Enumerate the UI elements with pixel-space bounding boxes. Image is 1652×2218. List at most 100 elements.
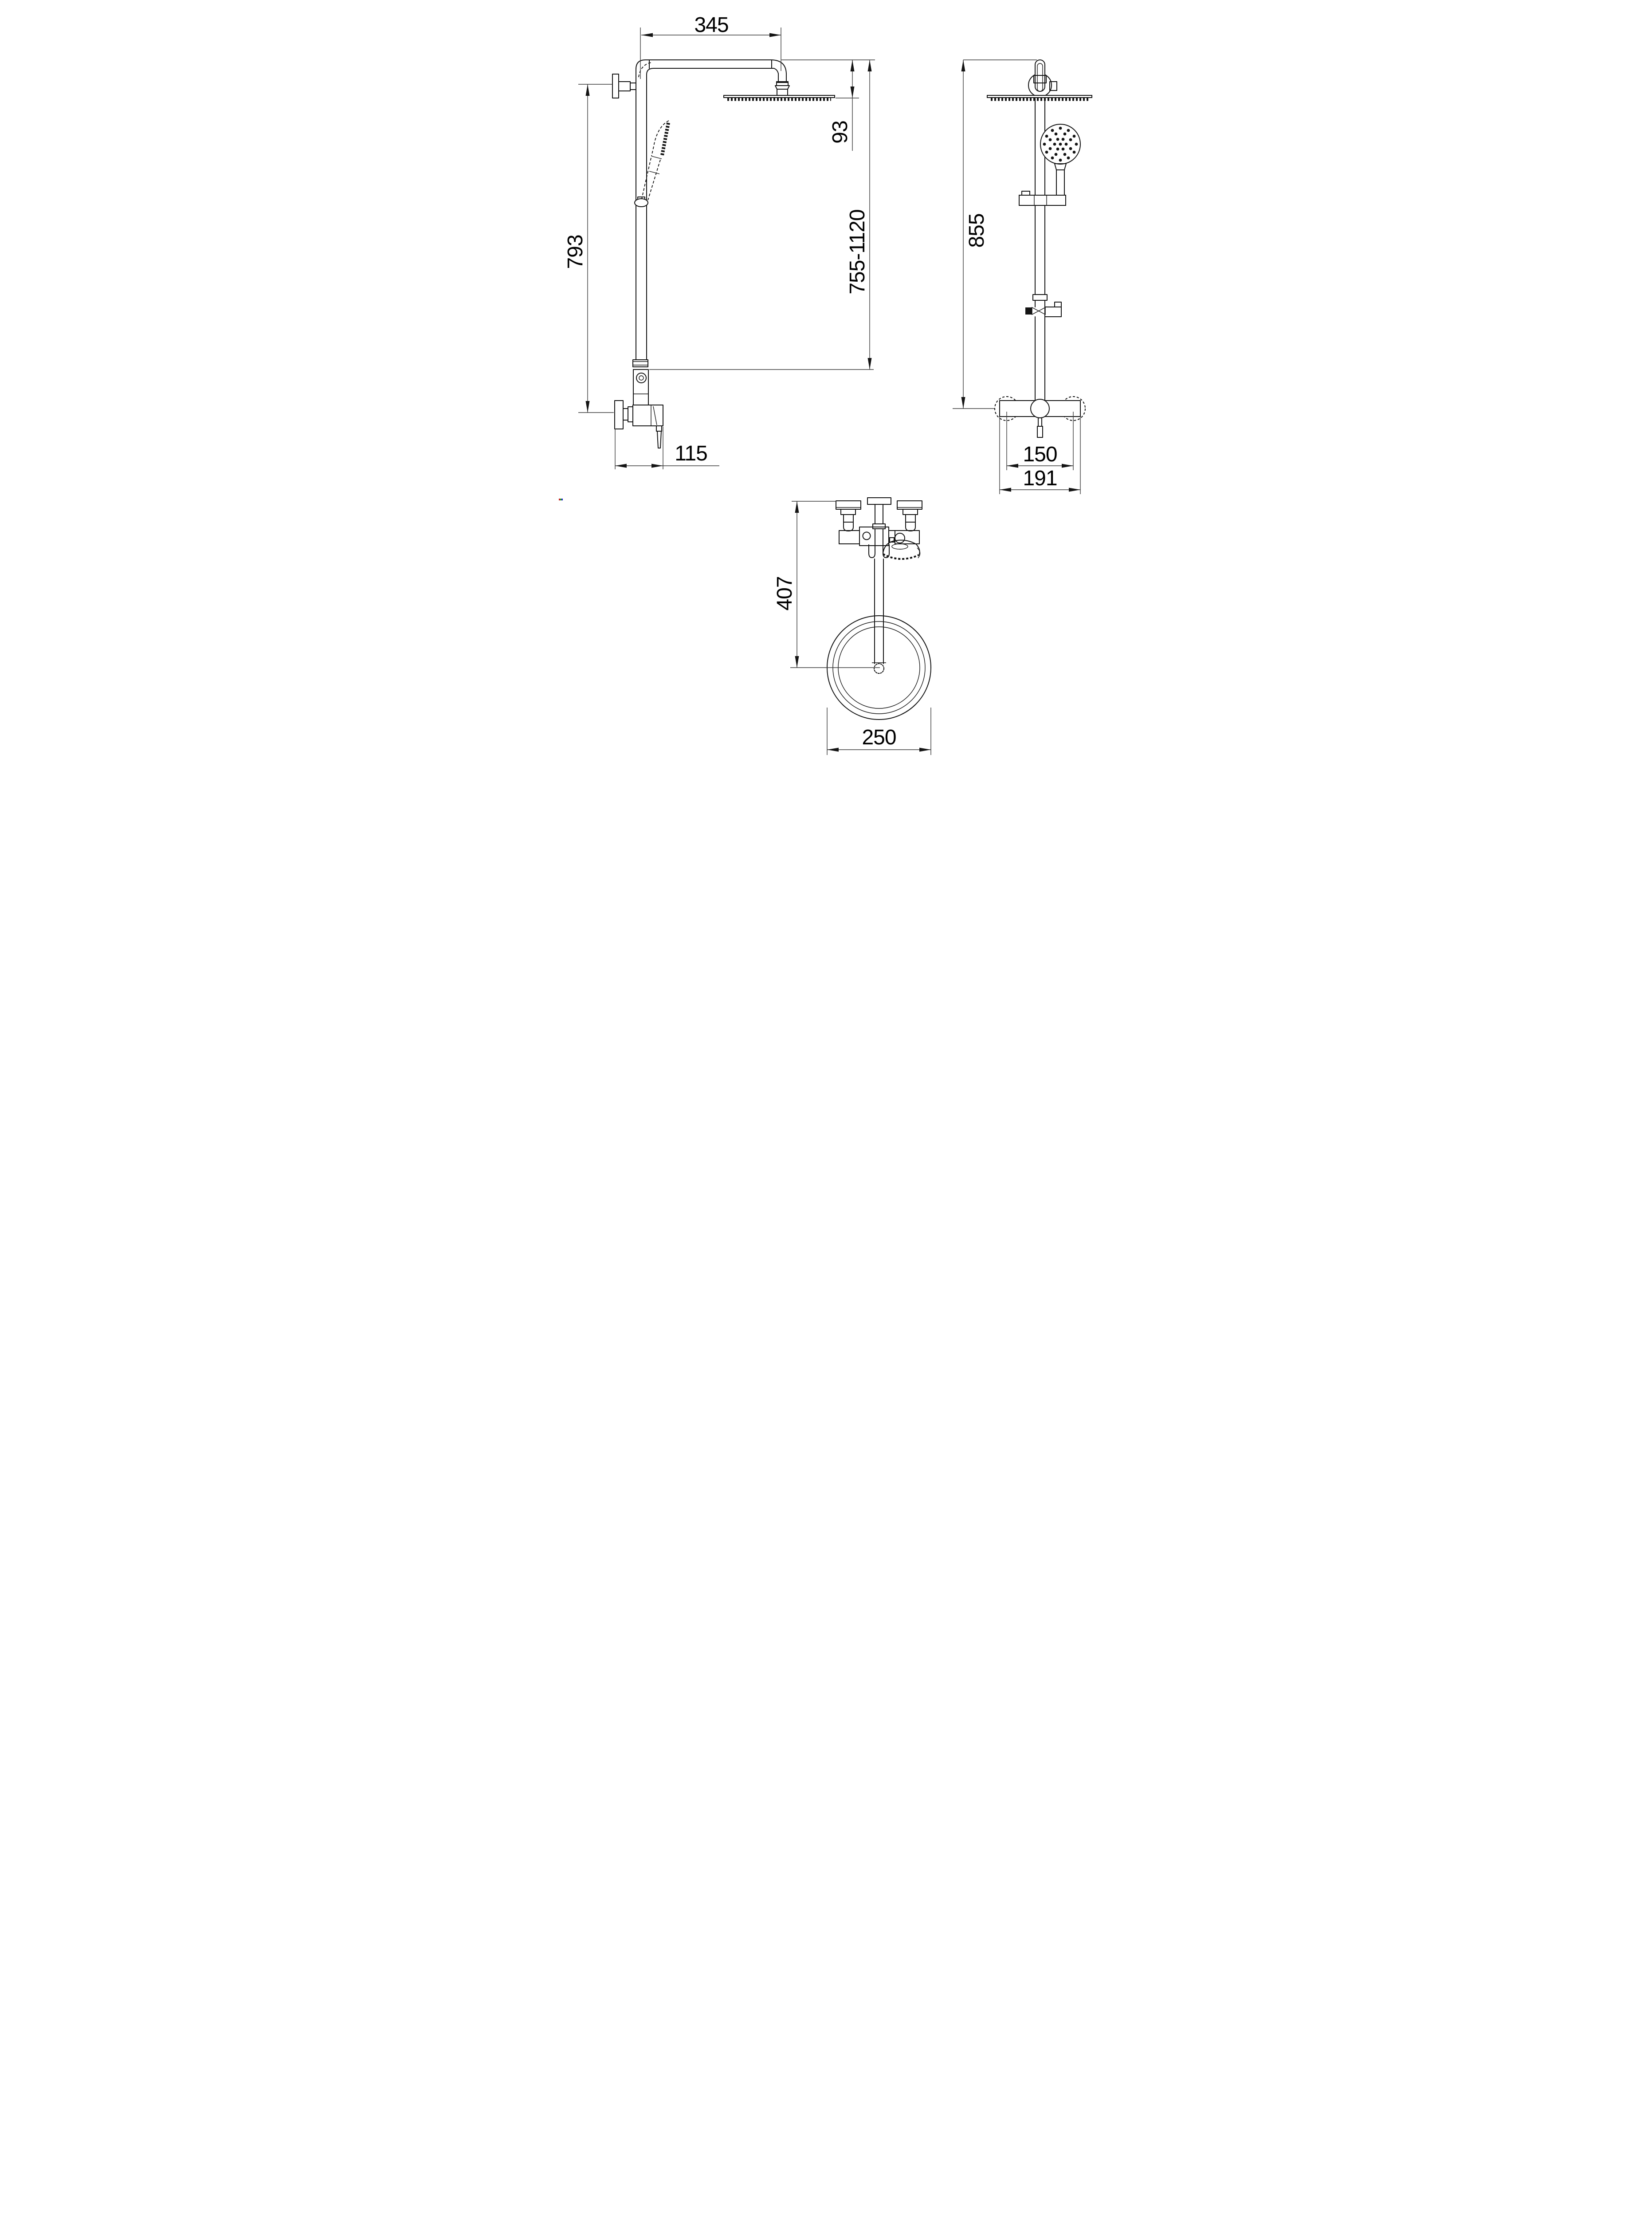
mixer-front: [614, 359, 663, 448]
diverter-block-side: [1044, 307, 1062, 317]
hand-shower-top: [882, 533, 920, 560]
dim-label-riser-height: 793: [564, 235, 587, 269]
shower-arm: [635, 59, 787, 78]
head-connector: [774, 73, 790, 96]
coupling-nut: [632, 359, 648, 367]
arrow-left: [1006, 464, 1018, 468]
neck-left-inner: [843, 514, 854, 523]
dim-label-inlet-centers: 150: [1023, 443, 1057, 466]
drawing-sheet: 345 93 755-1120: [550, 0, 1102, 758]
dim-label-overall-width: 191: [1023, 467, 1057, 490]
top-bracket-stem: [874, 504, 883, 524]
riser-side: [1032, 98, 1048, 401]
dimension-wall-depth: 115: [614, 427, 719, 469]
neck-right-inner: [905, 514, 916, 523]
mixer-handle-neck: [1037, 417, 1042, 427]
handle-right-edge: [647, 159, 661, 201]
arrow-up: [850, 60, 854, 71]
arm-and-head-top: [826, 558, 931, 720]
dim-label-wall-reach: 407: [773, 576, 797, 610]
shower-plate-side: [986, 95, 1092, 98]
arrow-down: [585, 401, 589, 413]
arm-right-elbow-inner: [773, 68, 779, 74]
riser-below-coupling: [1034, 300, 1045, 307]
arrow-right: [651, 464, 663, 468]
hand-shower-front: [634, 120, 670, 207]
dim-label-head-diameter: 250: [862, 726, 896, 749]
bracket-arm: [618, 81, 631, 91]
dim-label-head-drop: 93: [828, 121, 852, 143]
arm-side: [1028, 59, 1057, 97]
handshower-dotted-rim: [882, 553, 919, 560]
arm-bottom-line: [646, 68, 774, 75]
mixer-handle: [656, 431, 662, 448]
arrow-left: [615, 464, 627, 468]
mixer-body-diagonal: [652, 406, 657, 425]
wall-bracket: [612, 74, 636, 98]
slider-knob: [634, 198, 648, 207]
dimension-overall-width: 191: [999, 417, 1081, 494]
dim-label-overall-height: 855: [965, 213, 989, 248]
neck-left-arch: [843, 522, 854, 531]
arm-collar: [1033, 75, 1047, 83]
dim-label-adjustable-height: 755-1120: [846, 209, 869, 294]
head-center-connector: [873, 663, 884, 674]
handshower-spray-dots: [1043, 126, 1078, 162]
top-bracket-plate: [867, 497, 891, 505]
arrow-down: [795, 656, 799, 668]
clamp-screw-inner: [889, 537, 895, 543]
body-right-block: [894, 530, 920, 544]
arm-top-line: [635, 59, 772, 70]
shower-technical-drawing: 345 93 755-1120: [564, 13, 1092, 755]
arrow-up: [961, 60, 965, 71]
handshower-neck: [1054, 163, 1067, 170]
handshower-collar2: [649, 171, 659, 174]
slider-bar: [1018, 195, 1066, 206]
stem-through-body: [874, 528, 883, 545]
mixer-handle-side: [1036, 426, 1043, 438]
arrow-up: [867, 60, 871, 71]
neck-right-outer: [902, 509, 918, 515]
hand-shower-side: [1040, 124, 1081, 197]
arrow-right: [769, 33, 781, 37]
arrow-down: [867, 358, 871, 370]
stem-collar: [872, 523, 886, 529]
dimension-wall-reach: 407: [773, 501, 880, 668]
mixer-side: [994, 396, 1086, 438]
dimension-head-diameter: 250: [826, 708, 931, 755]
diverter-black-cap: [1025, 307, 1032, 315]
diverter-side: [1025, 302, 1062, 317]
dimension-riser-height: 793: [564, 84, 614, 413]
arrow-left: [641, 33, 653, 37]
dimension-inlet-centers: 150: [1006, 412, 1074, 470]
arm-loop-inner: [1036, 63, 1043, 92]
handshower-sprayface: [660, 122, 670, 156]
handshower-rim-arc: [917, 547, 920, 558]
handshower-top-ellipse: [891, 543, 908, 550]
arrow-right: [919, 747, 931, 752]
slider-holder: [1018, 191, 1066, 206]
mixer-top: [835, 497, 922, 558]
arrow-down: [961, 397, 965, 409]
overhead-shower-side: [986, 95, 1092, 101]
connector-neck: [777, 73, 787, 82]
handshower-knob-top: [894, 533, 905, 543]
mixer-nut-outer: [622, 408, 628, 421]
neck-right-arch: [905, 522, 916, 531]
arrow-left: [827, 747, 839, 752]
clamp-screw-outer: [888, 530, 895, 538]
diverter-knob-inner: [638, 375, 644, 381]
dimension-arm-reach: 345: [640, 13, 781, 79]
arrow-left: [999, 488, 1011, 492]
riser-coupling: [1032, 294, 1048, 301]
slider-nub: [1021, 191, 1030, 196]
side-view: 855 150 191: [952, 59, 1092, 494]
handshower-dome: [882, 539, 920, 555]
body-port: [862, 531, 871, 540]
arrow-down: [850, 87, 854, 98]
riser-middle: [1034, 205, 1045, 295]
coupling-nut-lines: [632, 361, 648, 366]
top-view: 407 250: [773, 497, 931, 755]
dimension-overall-height: 855: [952, 59, 1037, 409]
slider-bar-lines: [1033, 195, 1047, 205]
